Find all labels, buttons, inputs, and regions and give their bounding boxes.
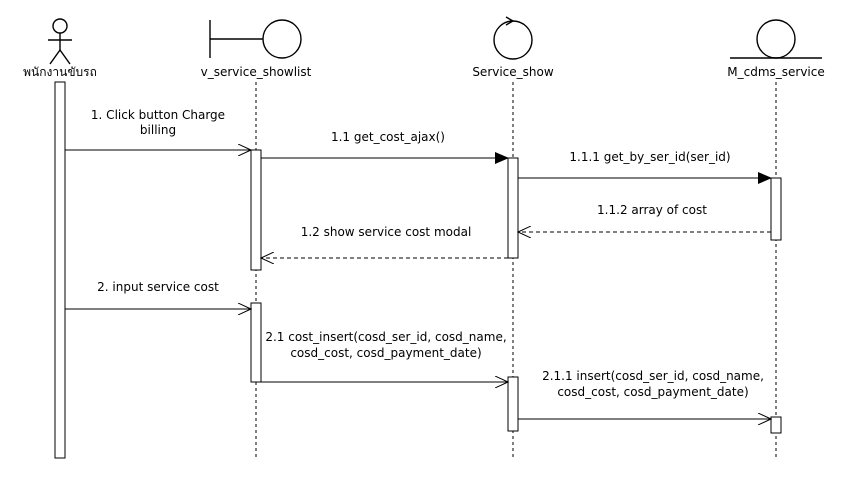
actor-stick-figure-icon (48, 18, 72, 65)
message-1-label-line2: billing (140, 123, 176, 137)
entity-icon (730, 19, 822, 59)
boundary-icon (209, 19, 302, 59)
message-2-1-label-line2: cosd_cost, cosd_payment_date) (290, 346, 481, 360)
message-1: 1. Click button Charge billing (65, 108, 251, 150)
boundary-label: v_service_showlist (201, 65, 312, 79)
message-1-2-return: 1.2 show service cost modal (261, 225, 508, 258)
message-1-1: 1.1 get_cost_ajax() (261, 130, 509, 164)
message-1-1-2-label: 1.1.2 array of cost (597, 203, 707, 217)
boundary-participant: v_service_showlist (201, 19, 312, 460)
control-participant: Service_show (472, 16, 554, 460)
boundary-activation-2 (250, 302, 262, 383)
message-1-2-label: 1.2 show service cost modal (301, 225, 472, 239)
control-activation-2 (507, 376, 519, 432)
message-2-1-1: 2.1.1 insert(cosd_ser_id, cosd_name, cos… (518, 369, 771, 419)
control-label: Service_show (472, 65, 554, 79)
message-2: 2. input service cost (65, 280, 251, 309)
entity-activation-2 (770, 416, 782, 434)
message-2-1-label-line1: 2.1 cost_insert(cosd_ser_id, cosd_name, (265, 330, 506, 344)
message-2-1-1-label-line1: 2.1.1 insert(cosd_ser_id, cosd_name, (542, 369, 764, 383)
control-icon (493, 16, 533, 60)
message-2-1: 2.1 cost_insert(cosd_ser_id, cosd_name, … (261, 330, 508, 382)
message-1-1-1-label: 1.1.1 get_by_ser_id(ser_id) (569, 150, 730, 164)
message-2-label: 2. input service cost (97, 280, 219, 294)
boundary-activation-1 (250, 149, 262, 271)
actor-participant: พนักงานขับรถ (23, 18, 97, 460)
actor-activation-bar (54, 81, 66, 459)
entity-label: M_cdms_service (727, 65, 825, 79)
message-2-1-1-label-line2: cosd_cost, cosd_payment_date) (557, 385, 748, 399)
message-1-1-2-return: 1.1.2 array of cost (518, 203, 771, 232)
actor-label: พนักงานขับรถ (23, 65, 97, 79)
entity-activation-1 (770, 177, 782, 241)
message-1-label-line1: 1. Click button Charge (91, 108, 225, 122)
message-1-1-1: 1.1.1 get_by_ser_id(ser_id) (518, 150, 772, 184)
entity-participant: M_cdms_service (727, 19, 825, 460)
control-activation-1 (507, 157, 519, 259)
message-1-1-label: 1.1 get_cost_ajax() (331, 130, 445, 144)
